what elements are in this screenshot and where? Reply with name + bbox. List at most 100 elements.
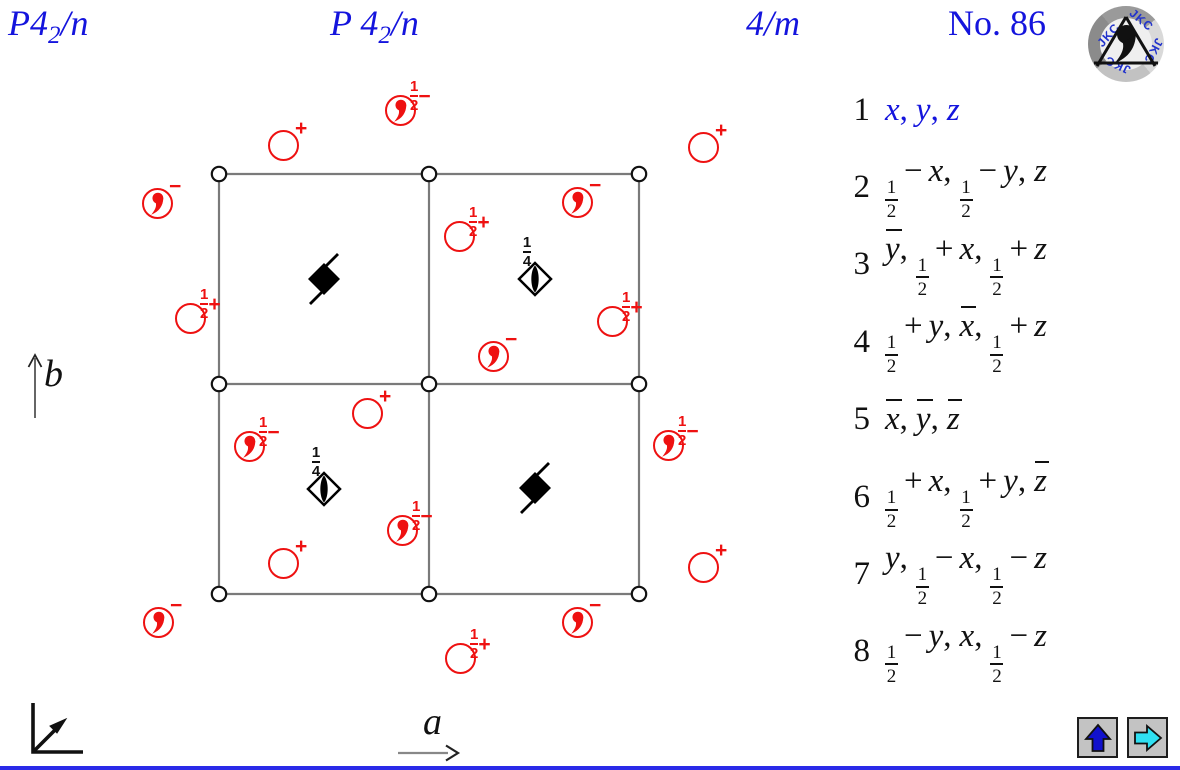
lattice-point-icon: [210, 165, 228, 183]
atom-circle: [596, 305, 628, 337]
header-group-number: No. 86: [948, 2, 1046, 44]
atom-comma: [561, 186, 593, 218]
atom-comma: [477, 340, 509, 372]
b-axis-label: b: [44, 353, 63, 395]
operation-row: 1 x,y,z: [840, 87, 960, 133]
atom-height-label: −: [589, 174, 602, 197]
header-text: No. 86: [948, 3, 1046, 43]
comma-icon: [571, 191, 584, 214]
header-full-symbol: P 42/n: [330, 2, 419, 50]
atom-comma: [386, 514, 418, 546]
lattice-point-icon: [630, 375, 648, 393]
atom-comma: [233, 430, 265, 462]
atom-comma: [384, 94, 416, 126]
atom-circle: [687, 551, 719, 583]
atom-height-label: +: [295, 117, 308, 140]
atom-comma: [141, 187, 173, 219]
lattice-point-icon: [630, 165, 648, 183]
atom-height-label: −: [589, 594, 602, 617]
screw-42-axis-icon: [308, 253, 340, 305]
lattice-point-icon: [210, 585, 228, 603]
lattice-point-icon: [420, 165, 438, 183]
atom-circle: [444, 642, 476, 674]
operation-formula: x,y,z: [885, 399, 962, 438]
lattice-point-icon: [420, 585, 438, 603]
operation-number: 1: [853, 91, 871, 128]
header-point-group: 4/m: [746, 2, 800, 44]
operation-number: 6: [853, 478, 871, 515]
header-subscript: 2: [48, 22, 61, 49]
bottom-divider: [0, 766, 1180, 770]
atom-height-label: +: [295, 535, 308, 558]
atom-circle: [267, 547, 299, 579]
atom-comma: [652, 429, 684, 461]
operation-number: 7: [853, 555, 871, 592]
up-arrow-icon: [1083, 723, 1112, 752]
atom-circle: [267, 129, 299, 161]
atom-comma: [561, 606, 593, 638]
operation-number: 3: [853, 246, 871, 283]
atom-height-label: +: [715, 119, 728, 142]
header-text: /n: [390, 3, 419, 43]
lattice-point-icon: [420, 375, 438, 393]
lattice-point-icon: [210, 375, 228, 393]
comma-icon: [396, 519, 409, 542]
atom-height-label: +: [379, 385, 392, 408]
atom-height-label: +: [715, 539, 728, 562]
comma-icon: [152, 611, 165, 634]
atom-circle: [174, 302, 206, 334]
a-axis-label: a: [423, 701, 442, 743]
nav-next-button[interactable]: [1127, 717, 1168, 758]
lattice-point-icon: [630, 585, 648, 603]
nav-up-button[interactable]: [1077, 717, 1118, 758]
comma-icon: [487, 345, 500, 368]
atom-height-label: −: [170, 594, 183, 617]
comma-icon: [243, 435, 256, 458]
atom-circle: [687, 131, 719, 163]
operation-number: 4: [853, 323, 871, 360]
comma-icon: [571, 611, 584, 634]
comma-icon: [151, 192, 164, 215]
atom-height-label: −: [169, 175, 182, 198]
operation-formula: x,y,z: [885, 91, 960, 128]
header-subscript: 2: [378, 22, 391, 49]
atom-comma: [142, 606, 174, 638]
header-text: P4: [8, 3, 48, 43]
